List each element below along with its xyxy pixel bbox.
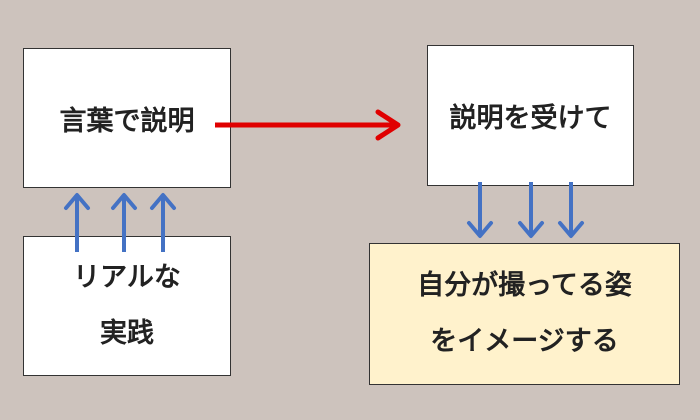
blue-arrow-up-2 xyxy=(111,193,137,252)
box-practice-line2: 実践 xyxy=(100,318,154,349)
red-arrow-right xyxy=(215,109,401,141)
blue-arrow-down-1 xyxy=(467,182,493,238)
blue-arrow-down-2 xyxy=(518,182,544,238)
blue-arrow-up-3 xyxy=(150,193,176,252)
box-real-practice: リアルな 実践 xyxy=(23,236,231,376)
blue-arrow-up-1 xyxy=(64,193,90,252)
blue-arrow-down-3 xyxy=(558,182,584,238)
box-explain-label: 言葉で説明 xyxy=(59,105,195,137)
box-image-line2: をイメージする xyxy=(430,326,619,357)
box-receive-label: 説明を受けて xyxy=(449,103,612,134)
box-practice-line1: リアルな xyxy=(73,262,181,293)
box-explain-in-words: 言葉で説明 xyxy=(23,48,231,188)
box-imagine-yourself: 自分が撮ってる姿 をイメージする xyxy=(369,243,680,385)
box-image-line1: 自分が撮ってる姿 xyxy=(417,270,632,301)
